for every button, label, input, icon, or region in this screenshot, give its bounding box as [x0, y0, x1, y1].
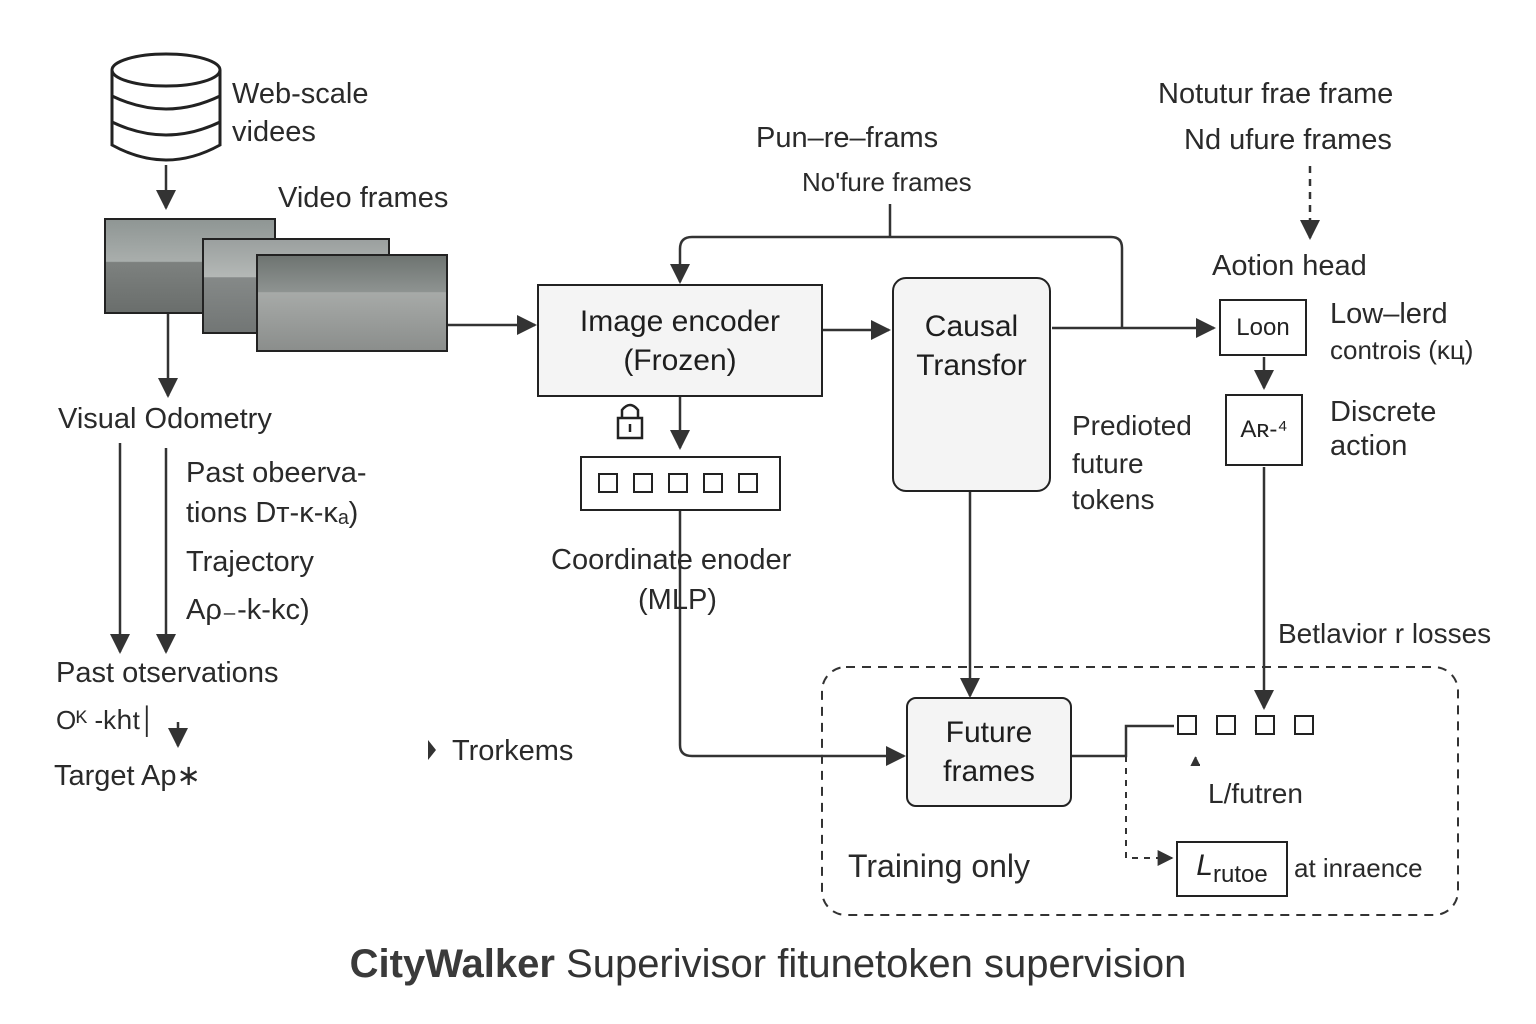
loss-token: [1255, 715, 1275, 735]
loss-token: [1216, 715, 1236, 735]
training-only-label: Training only: [848, 848, 1031, 884]
action-head-label: Aotion head: [1212, 250, 1367, 282]
coordinate-token: [633, 473, 653, 493]
pun-re-frams-label: Pun–re–frams: [756, 122, 939, 154]
trajectory-label: Trajectory: [186, 546, 314, 578]
caption-bold: CityWalker: [349, 942, 555, 986]
past-observations-2-sub-label: Oᴷ -kհt│: [56, 705, 157, 735]
figure-caption: CityWalker Superivisor fitunetoken super…: [0, 942, 1536, 987]
predicted-label-2: future: [1072, 448, 1144, 479]
at-inference-label: at inraence: [1294, 853, 1423, 883]
image-encoder-sub: (Frozen): [623, 343, 737, 377]
notutur-label: Notutur frae frame: [1158, 78, 1394, 110]
coordinate-token: [738, 473, 758, 493]
l-futren-label: L/futren: [1208, 778, 1303, 809]
nd-ufure-label: Nd ufure frames: [1184, 124, 1392, 156]
predicted-label-3: tokens: [1072, 484, 1155, 515]
past-observations-label-2: tions Dᴛ-ᴋ-ᴋₐ): [186, 497, 359, 529]
lock-icon: [616, 403, 644, 440]
image-encoder-title: Image encoder: [579, 304, 781, 338]
web-scale-videos-label-1: Web-scale: [232, 78, 369, 110]
line-future-tokens: [1072, 724, 1174, 758]
loss-token: [1177, 715, 1197, 735]
predicted-label-1: Predioted: [1072, 410, 1192, 441]
hook-glyph: [1190, 756, 1200, 766]
target-label: Target Ap∗: [54, 760, 201, 792]
discrete-label: Discrete: [1330, 396, 1437, 428]
low-lerd-label: Low–lerd: [1330, 298, 1448, 330]
tokens-legend-label: Trorkems: [452, 735, 574, 767]
past-observations-label-1: Past obeerva-: [186, 457, 367, 489]
arrow-coord-future: [678, 510, 906, 766]
controis-label: controis (ĸц): [1330, 335, 1474, 365]
tokens-legend-marker: [428, 740, 436, 760]
causal-title: Causal: [924, 310, 1019, 343]
past-observations-2-label: Past otservations: [56, 657, 279, 689]
database-icon: [110, 52, 222, 162]
future-frames-box: Future frames: [906, 697, 1072, 807]
trajectory-sub-label: Aρ₋-k-kс): [186, 594, 310, 626]
future-frames-sub: frames: [943, 755, 1035, 788]
future-frames-title: Future: [945, 716, 1033, 749]
arrow-feedback-loop: [670, 235, 1124, 328]
image-encoder-box: Image encoder (Frozen): [537, 284, 823, 397]
loon-label: Loon: [1236, 313, 1290, 341]
l-rutoe-box: Lrutoe: [1176, 841, 1288, 897]
video-frames-label: Video frames: [278, 182, 449, 214]
web-scale-videos-label-2: videes: [232, 116, 316, 148]
loss-token: [1294, 715, 1314, 735]
action-label: action: [1330, 430, 1408, 462]
coordinate-token: [703, 473, 723, 493]
arrow-dashed-inference: [1125, 756, 1174, 866]
action-token-box: Aʀ-⁴: [1225, 394, 1303, 466]
action-token-label: Aʀ-⁴: [1240, 416, 1288, 443]
loon-box: Loon: [1219, 299, 1307, 356]
caption-rest: Superivisor fitunetoken supervision: [566, 942, 1187, 986]
coordinate-encoder-label: Coordinate enoder: [551, 544, 792, 576]
no-fure-frames-label: Noʹfure frames: [802, 167, 972, 197]
causal-sub: Transfor: [916, 349, 1027, 382]
coordinate-token: [668, 473, 688, 493]
coordinate-encoder-sub-label: (MLP): [638, 584, 717, 616]
l-rutoe-subscript: rutoe: [1212, 861, 1268, 888]
training-region: [821, 666, 1459, 916]
video-frame-3: [256, 254, 448, 352]
visual-odometry-label: Visual Odometry: [58, 403, 272, 435]
behavior-losses-label: Betlavior r losses: [1278, 618, 1492, 649]
coordinate-token: [598, 473, 618, 493]
l-rutoe-symbol: L: [1196, 849, 1213, 882]
